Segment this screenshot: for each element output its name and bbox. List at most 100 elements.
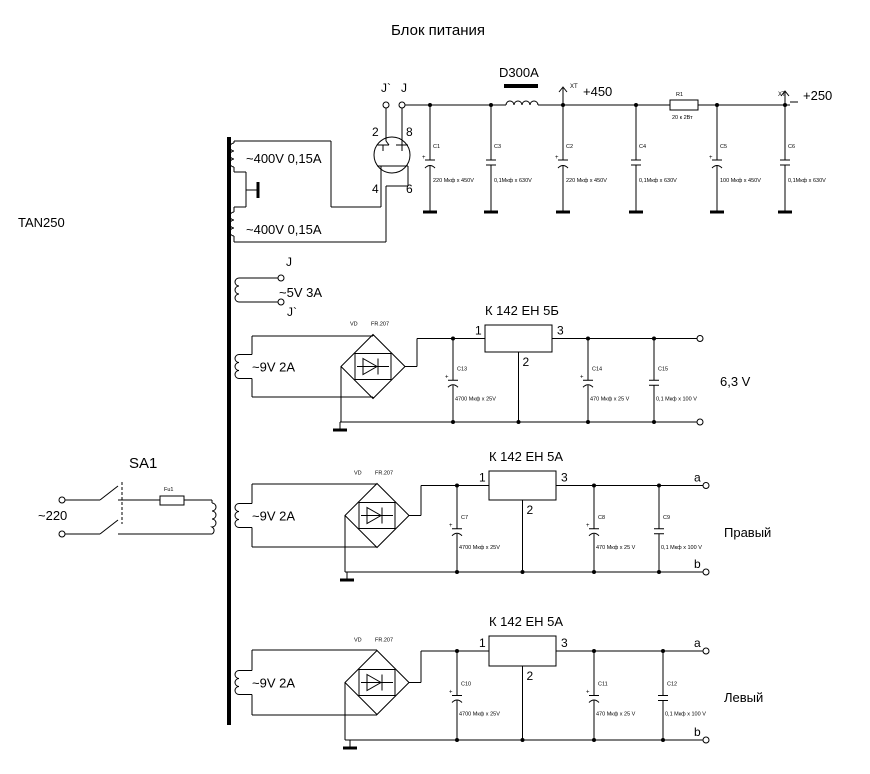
fuse [159, 495, 185, 506]
hv-cap-name: C5 [720, 144, 727, 150]
heater-J-prime-label: J` [287, 305, 297, 319]
r1-value: 20 к 2Вт [672, 115, 693, 121]
lv-output-terminal-a[interactable] [702, 647, 710, 655]
lv-output-terminal-b[interactable] [702, 736, 710, 744]
hv-cap-name: C4 [639, 144, 646, 150]
cap-plate [711, 165, 723, 169]
cap-polarity: + [586, 690, 590, 696]
tube-heater-terminal-1[interactable] [382, 101, 390, 109]
choke-label: D300A [499, 65, 539, 80]
hv-winding-2-label: ~400V 0,15A [246, 222, 322, 237]
heater-coil [234, 277, 240, 303]
hv-windings: ~400V 0,15A ~400V 0,15A [229, 140, 409, 243]
diode-box [358, 669, 396, 696]
lv-output-label: 6,3 V [720, 374, 751, 389]
lv-output-terminal-b[interactable] [696, 418, 704, 426]
voltage-regulator [488, 635, 557, 667]
tube-pin-8: 8 [406, 125, 413, 139]
choke-coil [505, 100, 539, 106]
cap-polarity: + [555, 155, 559, 161]
lv-cap-name: C15 [658, 366, 668, 372]
cap-plate [447, 384, 459, 388]
xt-label-1: XT [570, 84, 578, 90]
lv-cap-value: 0,1 Мкф х 100 V [661, 545, 702, 551]
cap-plate [557, 165, 569, 169]
input-section: SA1 ~220 Fu1 [38, 455, 217, 538]
diode-box [358, 502, 396, 529]
cap-polarity: + [709, 155, 713, 161]
regulator-label: К 142 ЕН 5Б [485, 303, 559, 318]
diagram-title: Блок питания [391, 22, 485, 39]
regulator-label: К 142 ЕН 5А [489, 614, 563, 629]
lv-output-terminal-a[interactable] [702, 482, 710, 489]
heater-winding: ~5V 3A J J` [234, 255, 322, 319]
lv-output-terminal-a[interactable] [696, 335, 704, 342]
tube-pin-6: 6 [406, 182, 413, 196]
hv-cap-value: 220 Мкф х 450V [566, 178, 607, 184]
lv-capacitor-1: + C10 4700 Мкф х 25V [449, 649, 500, 742]
lv-cap-value: 4700 Мкф х 25V [455, 396, 496, 402]
heater-J-label: J [286, 255, 292, 269]
vd-label: VD [354, 638, 362, 644]
lv-cap-value: 4700 Мкф х 25V [459, 712, 500, 718]
cap-polarity: + [449, 690, 453, 696]
primary-coil [210, 502, 217, 535]
hv-capacitor-6: C60,1Мкф х 630V [778, 103, 826, 214]
heater-winding-label: ~5V 3A [279, 285, 322, 300]
tube-pin-2: 2 [372, 125, 379, 139]
terminal-a-label: a [694, 636, 701, 650]
lv-output-label: Левый [724, 690, 763, 705]
lv-cap-name: C10 [461, 682, 471, 688]
cap-plate [451, 699, 463, 703]
heater-terminal-J[interactable] [277, 274, 285, 282]
hv-cap-name: C1 [433, 144, 440, 150]
lv-cap-value: 470 Мкф х 25 V [596, 712, 636, 718]
hv-capacitor-4: C40,1Мкф х 630V [629, 103, 677, 214]
regulator-pin-1: 1 [479, 636, 486, 650]
bridge-label: FR.207 [375, 638, 393, 644]
lv-cap-value: 470 Мкф х 25 V [590, 396, 630, 402]
lv-capacitor-3: C90,1 Мкф х 100 V [654, 483, 702, 574]
switch-label: SA1 [129, 455, 157, 472]
hv-cap-value: 0,1Мкф х 630V [494, 178, 532, 184]
lv-output-terminal-b[interactable] [702, 568, 710, 576]
output-450-label: +450 [583, 84, 612, 99]
lv-output-label: Правый [724, 525, 771, 540]
cap-polarity: + [449, 523, 453, 529]
lv-winding-label: ~9V 2A [252, 676, 295, 691]
heater-terminal-J-prime[interactable] [277, 298, 285, 306]
lv-cap-value: 0,1 Мкф х 100 V [656, 396, 697, 402]
lv-capacitor-3: C15 0,1 Мкф х 100 V [649, 336, 697, 424]
lv-winding-label: ~9V 2A [252, 509, 295, 524]
regulator-label: К 142 ЕН 5А [489, 449, 563, 464]
input-terminal-1[interactable] [58, 496, 66, 504]
hv-coil-1 [229, 142, 235, 168]
xt-label-2: XT [778, 92, 786, 98]
regulator-pin-1: 1 [479, 471, 486, 485]
rectifier-tube: 2 8 4 6 J` J [372, 81, 506, 196]
lv-cap-name: C8 [598, 515, 605, 521]
input-terminal-2[interactable] [58, 530, 66, 538]
lv-cap-name: C11 [598, 682, 608, 688]
cap-plate [424, 165, 436, 169]
bridge-label: FR.207 [375, 471, 393, 477]
regulator-pin-2: 2 [523, 355, 530, 369]
diode-box [354, 353, 392, 380]
hv-coil-2 [229, 211, 235, 237]
lv-cap-name: C12 [667, 682, 677, 688]
tube-envelope [373, 136, 411, 174]
cap-plate [451, 532, 463, 537]
tube-heater-terminal-2[interactable] [398, 101, 406, 109]
fuse-label: Fu1 [164, 487, 173, 493]
lv-winding-coil [234, 503, 240, 528]
